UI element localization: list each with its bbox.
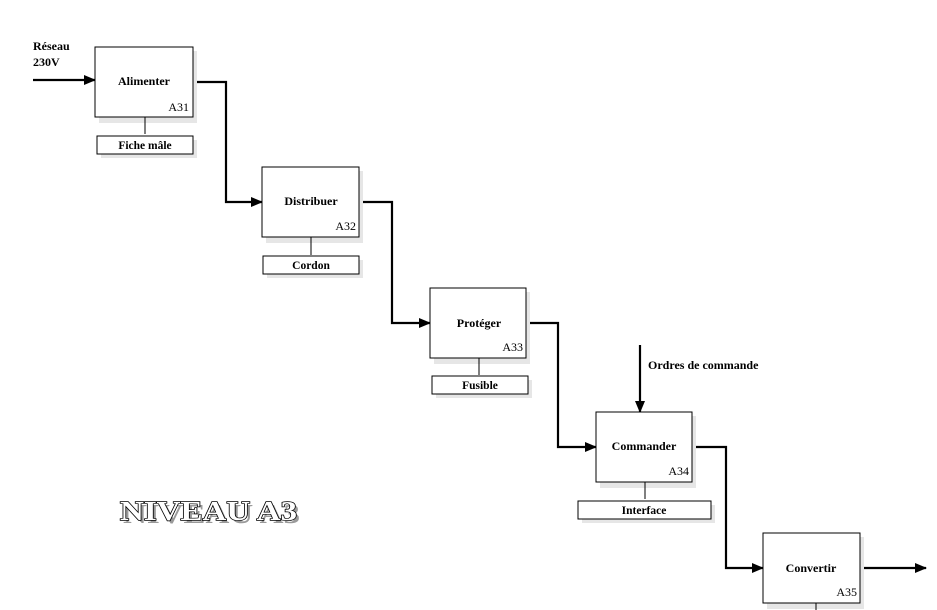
level-title: NIVEAU A3 NIVEAU A3 xyxy=(119,495,300,529)
box-a34: Commander A34 xyxy=(595,411,696,488)
box-a35: Convertir A35 xyxy=(762,532,864,609)
control-label: Ordres de commande xyxy=(648,358,759,372)
box-a31: Alimenter A31 xyxy=(94,46,197,123)
mechanism-a34-label: Interface xyxy=(622,505,667,517)
mechanism-a33: Fusible xyxy=(431,375,532,398)
box-a32-code: A32 xyxy=(335,219,356,233)
mechanism-a31-label: Fiche mâle xyxy=(118,140,171,152)
box-a33-code: A33 xyxy=(502,340,523,354)
box-a33: Protéger A33 xyxy=(429,287,530,364)
level-title-shadow: NIVEAU A3 xyxy=(123,499,300,529)
input-label-line2: 230V xyxy=(33,55,60,69)
box-a35-code: A35 xyxy=(836,585,857,599)
box-a32-title: Distribuer xyxy=(284,194,338,208)
box-a31-title: Alimenter xyxy=(118,74,171,88)
level-title-text: NIVEAU A3 xyxy=(120,496,297,526)
mechanism-a32-label: Cordon xyxy=(292,260,330,272)
flow-arrow-a32-a33 xyxy=(359,200,431,328)
flow-arrow-a33-a34 xyxy=(526,321,597,452)
input-label-line1: Réseau xyxy=(33,39,70,53)
mechanism-a32: Cordon xyxy=(262,255,363,278)
mechanism-a34: Interface xyxy=(577,500,715,523)
mechanism-a33-label: Fusible xyxy=(462,380,498,392)
flow-arrow-a31-a32 xyxy=(193,80,263,207)
mechanism-a31: Fiche mâle xyxy=(96,135,197,158)
box-a31-code: A31 xyxy=(168,100,189,114)
box-a32: Distribuer A32 xyxy=(261,166,363,243)
flow-arrow-a34-a35 xyxy=(692,445,764,573)
box-a34-code: A34 xyxy=(668,464,689,478)
box-a35-title: Convertir xyxy=(786,561,837,575)
box-a34-title: Commander xyxy=(612,439,677,453)
box-a33-title: Protéger xyxy=(457,316,502,330)
